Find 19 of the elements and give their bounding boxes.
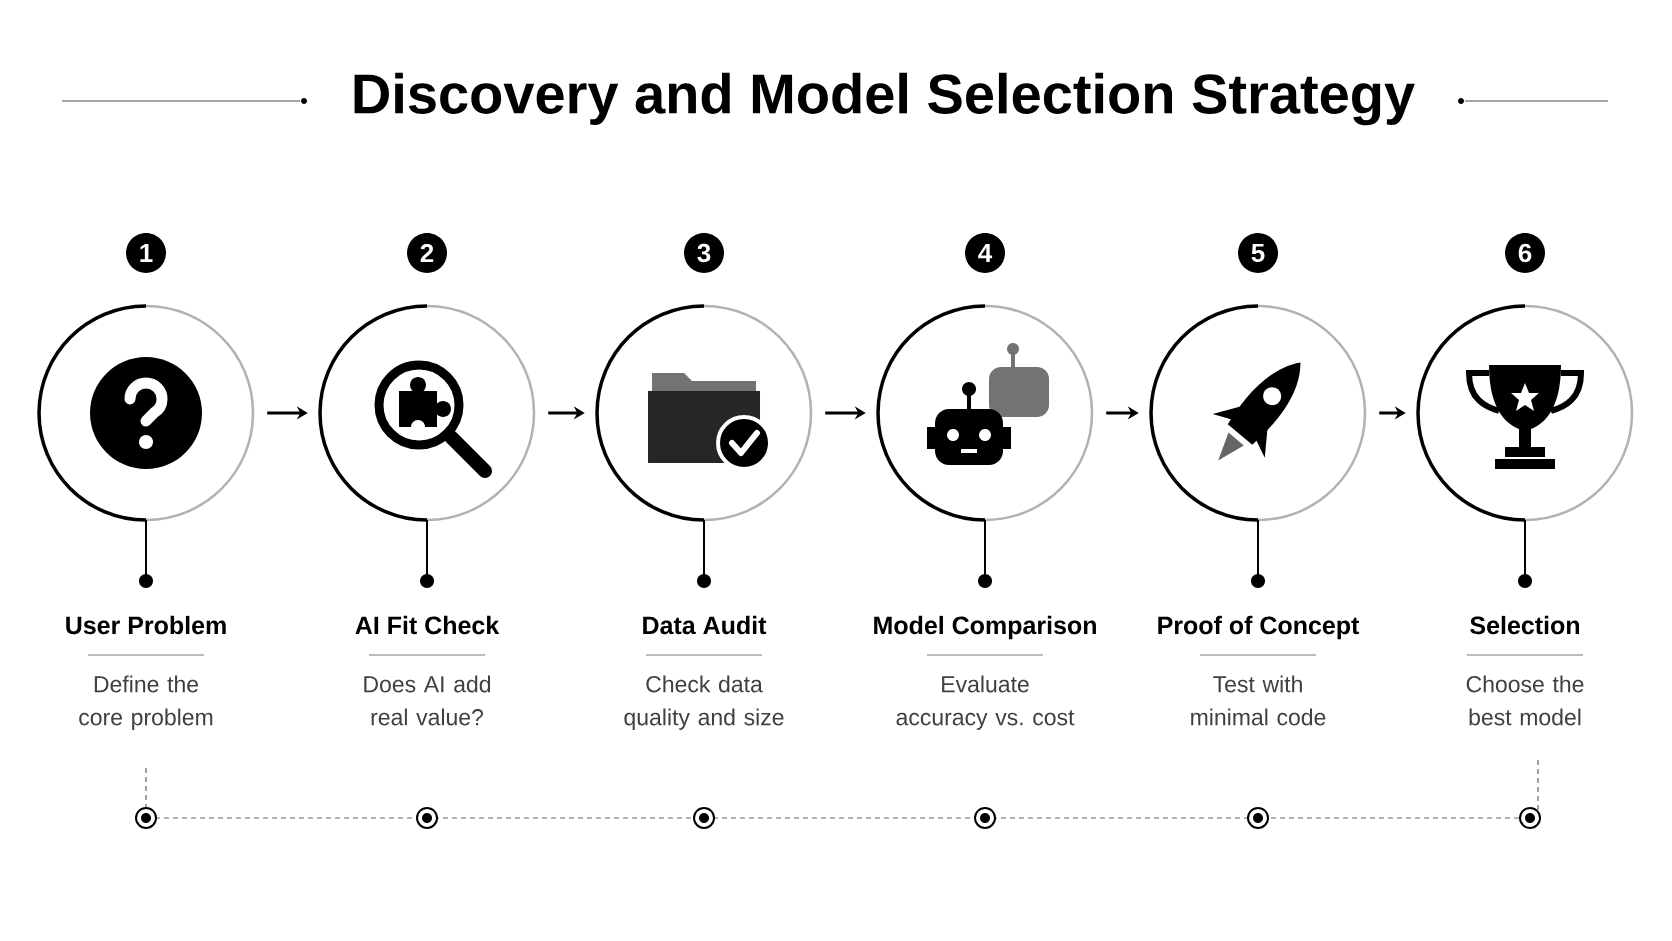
step-description: Check data quality and size [624,675,784,730]
step-description: Choose the best model [1466,675,1584,726]
step-number: 5 [1238,233,1278,273]
step-number: 1 [126,233,166,273]
title: Discovery and Model Selection Strategy [354,72,1415,126]
step-title: User Problem [66,615,226,635]
step-description: Evaluate accuracy vs. cost [896,675,1075,730]
step-title: Data Audit [643,615,767,635]
step-title: Selection [1470,615,1580,635]
step-title: Model Comparison [874,615,1096,640]
step-number: 6 [1505,233,1545,273]
step-description: Define the core problem [79,675,213,730]
step-number: 3 [684,233,724,273]
step-number: 4 [965,233,1005,273]
step-number: 2 [407,233,447,273]
step-description: Test with minimal code [1191,675,1326,726]
step-title: Proof of Concept [1158,615,1360,640]
step-description: Does AI add real value? [364,675,491,726]
step-title: AI Fit Check [355,615,500,635]
